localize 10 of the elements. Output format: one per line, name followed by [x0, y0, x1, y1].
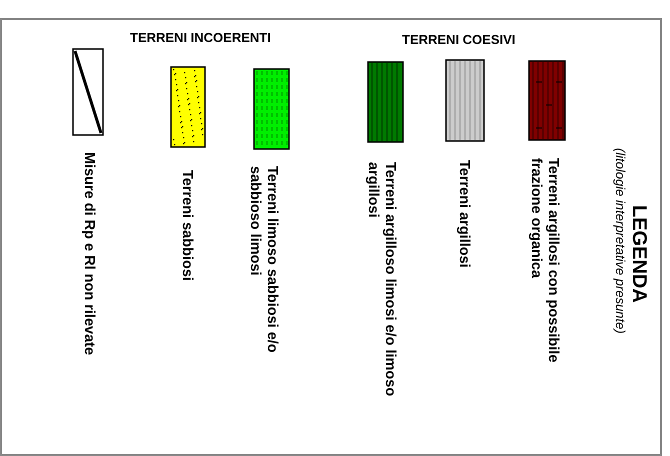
- legend-label: Terreni argillosi: [455, 160, 472, 270]
- legend-label: Terreni limoso sabbiosi e/o sabbioso limosi: [246, 166, 280, 355]
- legend-label: Misure di Rp e Rl non rilevate: [80, 152, 97, 358]
- group-heading: TERRENI COESIVI: [402, 32, 516, 47]
- group-heading: TERRENI INCOERENTI: [130, 30, 271, 45]
- legend-subtitle: (litologie interpretative presunte): [612, 148, 629, 334]
- legend-title: LEGENDA: [628, 205, 650, 303]
- legend-label: Terreni argilloso limosi e/o limoso argillosi: [364, 162, 398, 397]
- legend-label: Terreni sabbiosi: [178, 170, 195, 283]
- legend-label: Terreni argillosi con possibile frazione organica: [527, 158, 561, 364]
